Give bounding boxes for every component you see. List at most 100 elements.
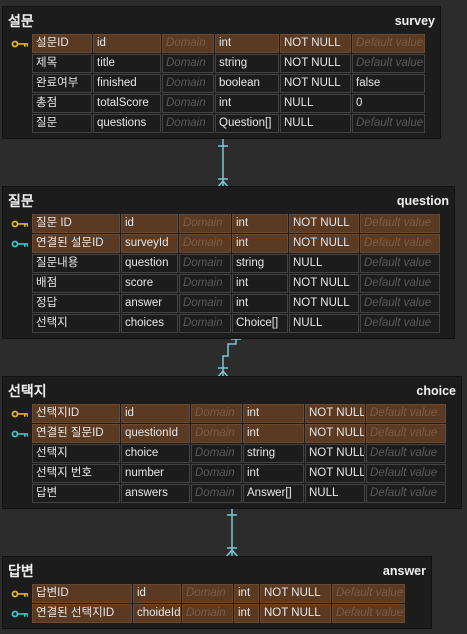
attribute-data-type[interactable]: Choice[] <box>232 314 288 333</box>
attribute-logical-name[interactable]: 질문내용 <box>32 254 120 273</box>
attribute-physical-name[interactable]: finished <box>93 74 161 93</box>
attribute-physical-name[interactable]: answers <box>121 484 190 503</box>
attribute-physical-name[interactable]: choideId <box>133 604 181 623</box>
attribute-data-type[interactable]: int <box>215 34 279 53</box>
attribute-logical-name[interactable]: 연결된 선택지ID <box>32 604 132 623</box>
attribute-default-value[interactable]: Default value <box>360 294 440 313</box>
attribute-default-value[interactable]: Default value <box>360 274 440 293</box>
attribute-default-value[interactable]: Default value <box>360 254 440 273</box>
attribute-logical-name[interactable]: 선택지 번호 <box>32 464 120 483</box>
attribute-logical-name[interactable]: 설문ID <box>32 34 92 53</box>
attribute-logical-name[interactable]: 제목 <box>32 54 92 73</box>
attribute-physical-name[interactable]: id <box>121 404 190 423</box>
attribute-nullability[interactable]: NULL <box>305 484 365 503</box>
attribute-logical-name[interactable]: 질문 <box>32 114 92 133</box>
attribute-physical-name[interactable]: choice <box>121 444 190 463</box>
attribute-nullability[interactable]: NULL <box>280 114 351 133</box>
attribute-domain[interactable]: Domain <box>162 74 214 93</box>
attribute-nullability[interactable]: NOT NULL <box>289 234 359 253</box>
attribute-default-value[interactable]: Default value <box>332 584 405 603</box>
attribute-logical-name[interactable]: 완료여부 <box>32 74 92 93</box>
attribute-domain[interactable]: Domain <box>179 254 231 273</box>
attribute-data-type[interactable]: boolean <box>215 74 279 93</box>
attribute-logical-name[interactable]: 연결된 질문ID <box>32 424 120 443</box>
attribute-data-type[interactable]: string <box>215 54 279 73</box>
attribute-nullability[interactable]: NOT NULL <box>289 214 359 233</box>
attribute-nullability[interactable]: NOT NULL <box>289 294 359 313</box>
attribute-physical-name[interactable]: choices <box>121 314 178 333</box>
attribute-nullability[interactable]: NULL <box>289 254 359 273</box>
attribute-nullability[interactable]: NOT NULL <box>260 584 331 603</box>
attribute-domain[interactable]: Domain <box>179 214 231 233</box>
attribute-physical-name[interactable]: question <box>121 254 178 273</box>
attribute-data-type[interactable]: int <box>243 424 304 443</box>
attribute-domain[interactable]: Domain <box>162 94 214 113</box>
attribute-default-value[interactable]: Default value <box>360 314 440 333</box>
attribute-domain[interactable]: Domain <box>162 34 214 53</box>
attribute-data-type[interactable]: string <box>232 254 288 273</box>
attribute-default-value[interactable]: Default value <box>360 214 440 233</box>
attribute-physical-name[interactable]: surveyId <box>121 234 178 253</box>
entity-header[interactable]: 답변 answer <box>3 557 431 584</box>
attribute-physical-name[interactable]: questions <box>93 114 161 133</box>
attribute-domain[interactable]: Domain <box>191 464 242 483</box>
attribute-default-value[interactable]: false <box>352 74 425 93</box>
attribute-data-type[interactable]: int <box>243 404 304 423</box>
attribute-default-value[interactable]: Default value <box>352 34 425 53</box>
entity-header[interactable]: 질문 question <box>3 187 454 214</box>
attribute-data-type[interactable]: int <box>215 94 279 113</box>
relation-survey-question[interactable] <box>216 136 230 189</box>
attribute-physical-name[interactable]: score <box>121 274 178 293</box>
attribute-default-value[interactable]: Default value <box>352 114 425 133</box>
attribute-logical-name[interactable]: 선택지ID <box>32 404 120 423</box>
attribute-data-type[interactable]: int <box>232 214 288 233</box>
attribute-nullability[interactable]: NOT NULL <box>305 424 365 443</box>
attribute-domain[interactable]: Domain <box>191 484 242 503</box>
attribute-default-value[interactable]: Default value <box>366 464 446 483</box>
attribute-logical-name[interactable]: 연결된 설문ID <box>32 234 120 253</box>
attribute-default-value[interactable]: Default value <box>366 404 446 423</box>
attribute-data-type[interactable]: int <box>243 464 304 483</box>
attribute-physical-name[interactable]: answer <box>121 294 178 313</box>
attribute-nullability[interactable]: NOT NULL <box>289 274 359 293</box>
attribute-data-type[interactable]: int <box>232 274 288 293</box>
attribute-logical-name[interactable]: 선택지 <box>32 314 120 333</box>
attribute-data-type[interactable]: int <box>232 294 288 313</box>
attribute-nullability[interactable]: NOT NULL <box>305 464 365 483</box>
attribute-domain[interactable]: Domain <box>191 444 242 463</box>
attribute-default-value[interactable]: 0 <box>352 94 425 113</box>
attribute-logical-name[interactable]: 질문 ID <box>32 214 120 233</box>
attribute-nullability[interactable]: NOT NULL <box>280 54 351 73</box>
relation-choice-answer[interactable] <box>225 505 239 558</box>
attribute-data-type[interactable]: int <box>234 604 259 623</box>
attribute-nullability[interactable]: NULL <box>289 314 359 333</box>
attribute-nullability[interactable]: NOT NULL <box>305 404 365 423</box>
attribute-default-value[interactable]: Default value <box>366 484 446 503</box>
attribute-physical-name[interactable]: title <box>93 54 161 73</box>
attribute-physical-name[interactable]: totalScore <box>93 94 161 113</box>
attribute-default-value[interactable]: Default value <box>360 234 440 253</box>
attribute-domain[interactable]: Domain <box>191 424 242 443</box>
attribute-domain[interactable]: Domain <box>191 404 242 423</box>
attribute-nullability[interactable]: NOT NULL <box>305 444 365 463</box>
attribute-data-type[interactable]: int <box>234 584 259 603</box>
entity-header[interactable]: 선택지 choice <box>3 377 461 404</box>
attribute-logical-name[interactable]: 정답 <box>32 294 120 313</box>
attribute-logical-name[interactable]: 총점 <box>32 94 92 113</box>
